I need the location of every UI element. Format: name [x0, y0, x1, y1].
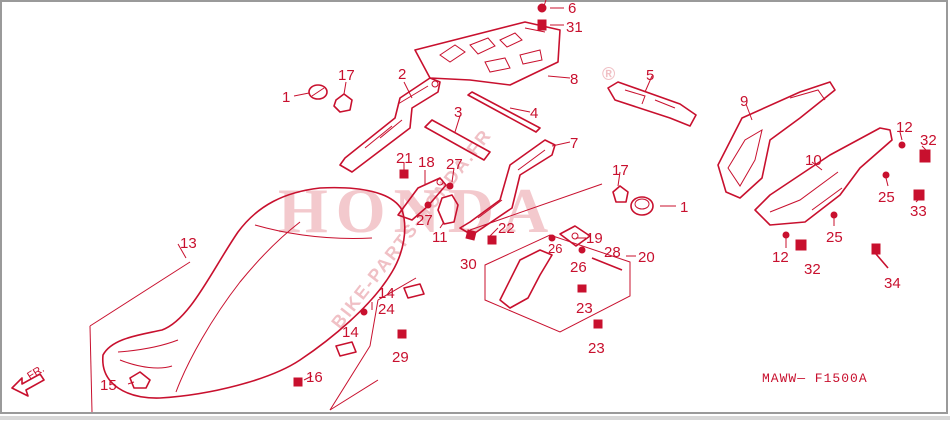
callout-30: 30	[460, 256, 477, 273]
callout-33: 33	[910, 203, 927, 220]
callout-18: 18	[418, 154, 435, 171]
callout-1: 1	[282, 89, 290, 106]
side-cover-left	[717, 81, 836, 199]
callout-29: 29	[392, 349, 409, 366]
callout-19: 19	[586, 230, 603, 247]
callout-14-lower: 14	[342, 324, 359, 341]
callout-12-lower: 12	[772, 249, 789, 266]
assembly-lines	[89, 183, 603, 413]
cap-right	[630, 196, 654, 216]
rear-rod	[467, 91, 541, 133]
callout-25-right: 25	[878, 189, 895, 206]
luggage-rack	[414, 21, 561, 86]
callout-17: 17	[338, 67, 355, 84]
clip-right	[612, 185, 629, 203]
callout-31: 31	[566, 19, 583, 36]
callout-21: 21	[396, 150, 413, 167]
front-direction-arrow: FR.	[11, 363, 47, 397]
diagram-code: MAWW— F1500A	[762, 371, 868, 386]
callout-27-top: 27	[446, 156, 463, 173]
callout-26-left: 26	[548, 241, 562, 256]
callout-23-lower: 23	[588, 340, 605, 357]
callout-7: 7	[570, 135, 578, 152]
grab-rail	[607, 81, 697, 127]
callout-6: 6	[568, 0, 576, 17]
callout-17-right: 17	[612, 162, 629, 179]
seat	[102, 186, 406, 399]
callout-27-lower: 27	[416, 212, 433, 229]
callout-8: 8	[570, 71, 578, 88]
leader-lines	[127, 0, 927, 385]
callout-13: 13	[180, 235, 197, 252]
side-cover-right	[754, 127, 893, 226]
callout-2: 2	[398, 66, 406, 83]
callout-24: 24	[378, 301, 395, 318]
clip-left	[333, 93, 353, 113]
callout-9: 9	[740, 93, 748, 110]
callout-28: 28	[604, 244, 621, 261]
callout-34: 34	[884, 275, 901, 292]
callout-32-right: 32	[920, 132, 937, 149]
seat-bracket	[339, 77, 441, 173]
seat-latch	[397, 177, 447, 221]
cap-left	[308, 84, 328, 100]
rod	[424, 119, 491, 161]
callout-10: 10	[805, 152, 822, 169]
callout-32-lower: 32	[804, 261, 821, 278]
seat-lock-assembly	[484, 225, 631, 333]
callout-12-right: 12	[896, 119, 913, 136]
watermark-registered-mark: ®	[602, 64, 617, 84]
callout-1-right: 1	[680, 199, 688, 216]
callout-20: 20	[638, 249, 655, 266]
diagram-frame	[0, 0, 948, 414]
callout-26-right: 26	[570, 259, 587, 276]
callout-numbers: 1 17 2 3 4 5 6 31 8 7 9 10 12 32 25 33 2…	[100, 0, 937, 394]
callout-25-lower: 25	[826, 229, 843, 246]
callout-15: 15	[100, 377, 117, 394]
callout-4: 4	[530, 105, 538, 122]
fasteners	[129, 3, 931, 389]
callout-11: 11	[432, 229, 448, 246]
callout-3: 3	[454, 104, 462, 121]
callout-14-upper: 14	[378, 285, 395, 302]
callout-22: 22	[498, 220, 515, 237]
callout-16: 16	[306, 369, 323, 386]
hook	[437, 194, 459, 225]
callout-5: 5	[646, 67, 654, 84]
callout-23-upper: 23	[576, 300, 593, 317]
